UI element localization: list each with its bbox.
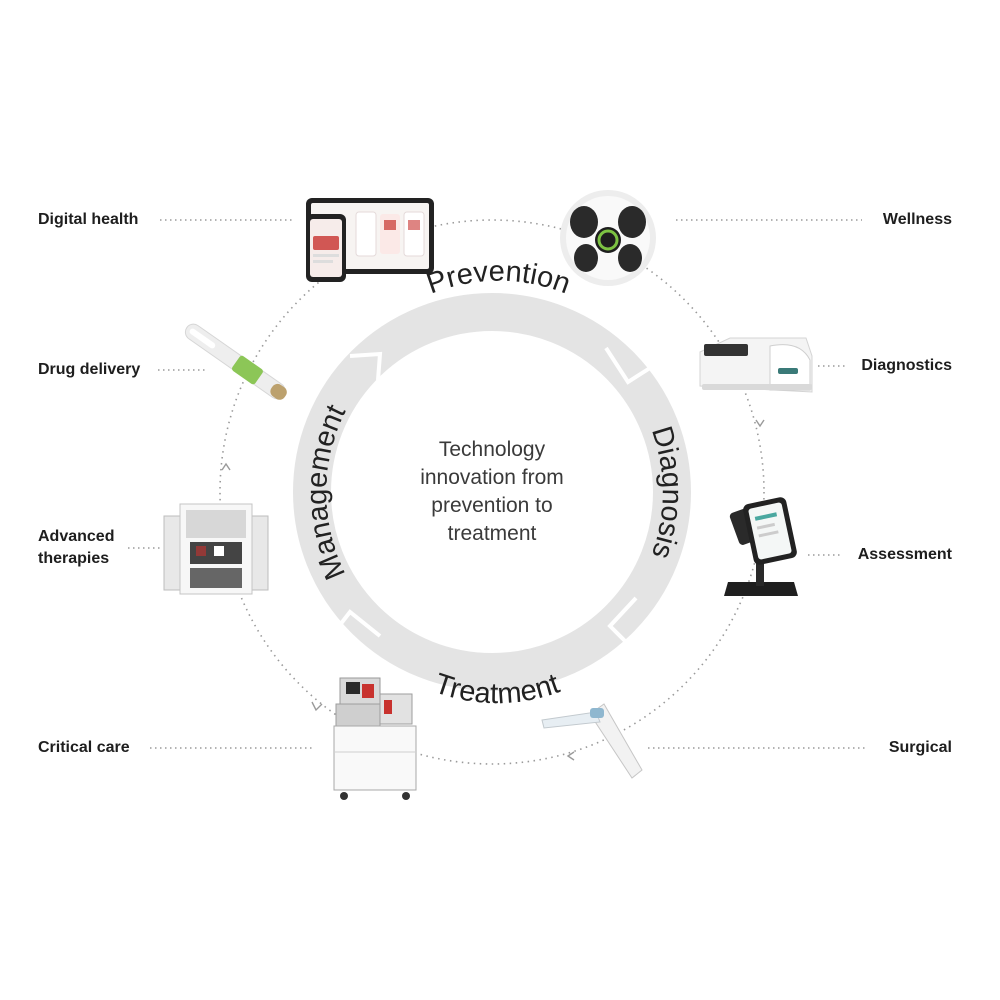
label-diagnostics: Diagnostics	[861, 357, 952, 374]
orbit-arrow-bottom-left	[311, 701, 323, 712]
label-advanced-therapies-line-1: Advanced	[38, 528, 115, 545]
ring-separators	[334, 346, 652, 646]
center-caption-line-2: innovation from	[420, 466, 564, 489]
orbit-arrow-bottom-right	[566, 751, 575, 761]
advanced-therapies-icon	[163, 503, 269, 595]
center-caption-line-1: Technology	[438, 438, 546, 461]
cycle-ring	[293, 293, 691, 691]
separator-top-right	[604, 346, 652, 385]
center-caption: Technology innovation from prevention to…	[380, 436, 604, 548]
label-advanced-therapies-line-2: therapies	[38, 550, 110, 567]
label-critical-care: Critical care	[38, 739, 130, 756]
label-drug-delivery: Drug delivery	[38, 361, 141, 378]
orbit-arrow-right	[755, 419, 765, 428]
label-surgical: Surgical	[888, 739, 952, 756]
critical-care-icon	[333, 677, 417, 800]
drug-delivery-icon	[184, 323, 287, 400]
center-caption-line-3: prevention to	[431, 494, 553, 517]
leader-lines	[128, 219, 866, 749]
center-caption-line-4: treatment	[447, 522, 537, 545]
digital-health-icon	[306, 198, 434, 282]
surgical-icon	[541, 703, 643, 779]
separator-bottom-right	[607, 596, 638, 646]
assessment-icon	[724, 497, 798, 596]
label-wellness: Wellness	[882, 211, 952, 228]
separator-bottom-left	[334, 609, 382, 638]
orbit-arrows	[221, 419, 765, 761]
wellness-icon	[560, 190, 656, 286]
label-assessment: Assessment	[857, 546, 952, 563]
label-digital-health: Digital health	[38, 211, 139, 228]
separator-top-left	[349, 351, 383, 381]
orbit-arrow-left	[221, 462, 231, 471]
diagnostics-icon	[699, 337, 813, 393]
outer-dotted-orbit	[219, 219, 765, 765]
